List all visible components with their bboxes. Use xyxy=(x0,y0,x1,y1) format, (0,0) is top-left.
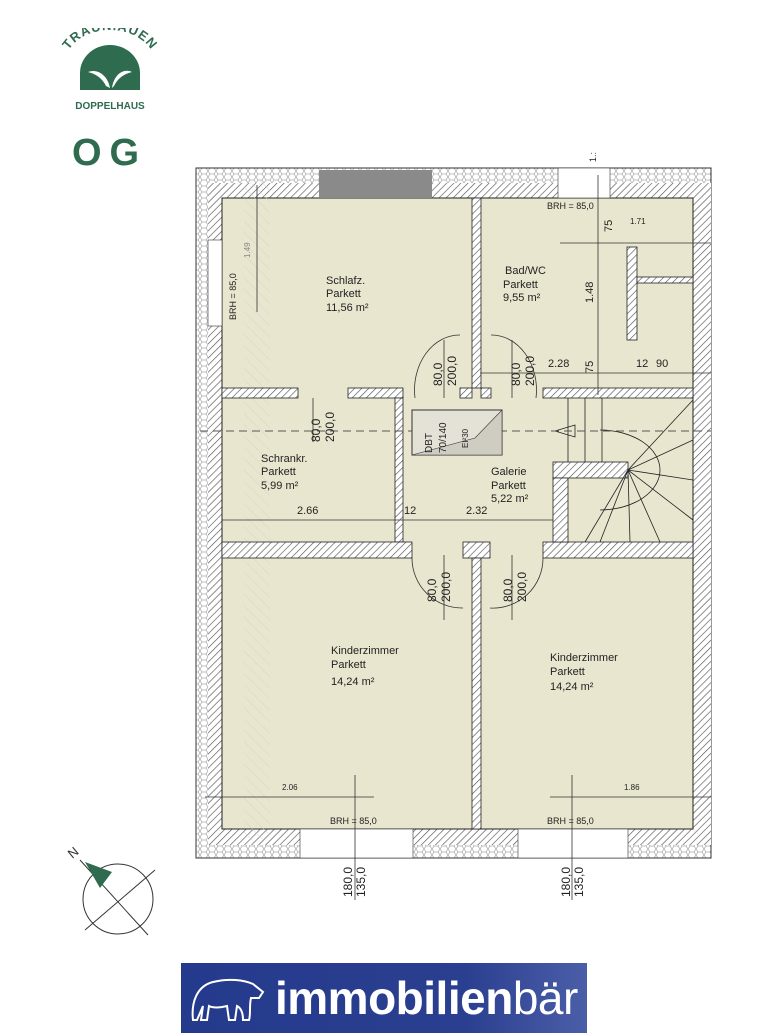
svg-text:90: 90 xyxy=(656,358,668,370)
svg-text:Schrankr.: Schrankr. xyxy=(261,453,307,465)
svg-text:80,0: 80,0 xyxy=(309,418,323,442)
svg-text:80,0: 80,0 xyxy=(501,578,515,602)
floor-label: OG xyxy=(72,132,148,174)
svg-text:1.48: 1.48 xyxy=(584,282,596,303)
svg-text:70/140: 70/140 xyxy=(438,422,449,453)
svg-text:BRH = 85,0: BRH = 85,0 xyxy=(330,816,377,826)
svg-text:11,56 m²: 11,56 m² xyxy=(326,302,369,314)
skylight xyxy=(319,170,432,198)
svg-text:80,0: 80,0 xyxy=(425,578,439,602)
svg-text:75: 75 xyxy=(584,361,596,373)
svg-text:80,0: 80,0 xyxy=(431,362,445,386)
svg-text:200,0: 200,0 xyxy=(515,572,529,602)
svg-text:180,0: 180,0 xyxy=(341,867,355,897)
svg-text:DBT: DBT xyxy=(424,433,435,453)
footer-logo: immobilienbär xyxy=(181,963,587,1033)
svg-text:2.06: 2.06 xyxy=(282,783,298,792)
north-label: N xyxy=(65,844,82,862)
svg-text:200,0: 200,0 xyxy=(445,356,459,386)
svg-text:2.66: 2.66 xyxy=(297,505,318,517)
svg-text:75: 75 xyxy=(603,220,615,232)
svg-text:Kinderzimmer: Kinderzimmer xyxy=(550,652,618,664)
svg-text:Parkett: Parkett xyxy=(331,659,366,671)
svg-text:BRH = 85,0: BRH = 85,0 xyxy=(547,201,594,211)
svg-text:1.:: 1.: xyxy=(588,152,598,162)
brand-subtitle: DOPPELHAUS xyxy=(75,101,145,112)
svg-text:2.28: 2.28 xyxy=(548,358,569,370)
svg-text:1.71: 1.71 xyxy=(630,217,646,226)
svg-text:135,0: 135,0 xyxy=(354,867,368,897)
svg-text:Parkett: Parkett xyxy=(491,480,526,492)
svg-text:BRH = 85,0: BRH = 85,0 xyxy=(547,816,594,826)
svg-text:12: 12 xyxy=(404,505,416,517)
svg-text:180,0: 180,0 xyxy=(559,867,573,897)
svg-text:12: 12 xyxy=(636,358,648,370)
svg-text:2.32: 2.32 xyxy=(466,505,487,517)
svg-text:5,22 m²: 5,22 m² xyxy=(491,493,529,505)
svg-text:EI²30: EI²30 xyxy=(461,428,470,448)
svg-text:14,24 m²: 14,24 m² xyxy=(331,676,375,688)
svg-text:200,0: 200,0 xyxy=(439,572,453,602)
svg-text:200,0: 200,0 xyxy=(523,356,537,386)
svg-text:1.86: 1.86 xyxy=(624,783,640,792)
svg-text:200,0: 200,0 xyxy=(323,412,337,442)
svg-text:Kinderzimmer: Kinderzimmer xyxy=(331,645,399,657)
svg-text:Parkett: Parkett xyxy=(261,466,296,478)
svg-text:80,0: 80,0 xyxy=(509,362,523,386)
svg-text:BRH = 85,0: BRH = 85,0 xyxy=(228,273,238,320)
svg-text:Parkett: Parkett xyxy=(550,666,585,678)
svg-text:Parkett: Parkett xyxy=(503,279,538,291)
svg-text:5,99 m²: 5,99 m² xyxy=(261,480,299,492)
svg-text:Parkett: Parkett xyxy=(326,288,361,300)
svg-text:Bad/WC: Bad/WC xyxy=(505,265,546,277)
svg-text:14,24 m²: 14,24 m² xyxy=(550,681,594,693)
svg-text:9,55 m²: 9,55 m² xyxy=(503,292,541,304)
svg-text:Galerie: Galerie xyxy=(491,466,526,478)
svg-text:135,0: 135,0 xyxy=(572,867,586,897)
footer-logo-text: immobilienbär xyxy=(275,972,578,1024)
bear-icon xyxy=(191,978,265,1021)
compass-icon xyxy=(79,859,156,936)
svg-text:1.49: 1.49 xyxy=(243,242,252,258)
svg-text:Schlafz.: Schlafz. xyxy=(326,275,365,287)
